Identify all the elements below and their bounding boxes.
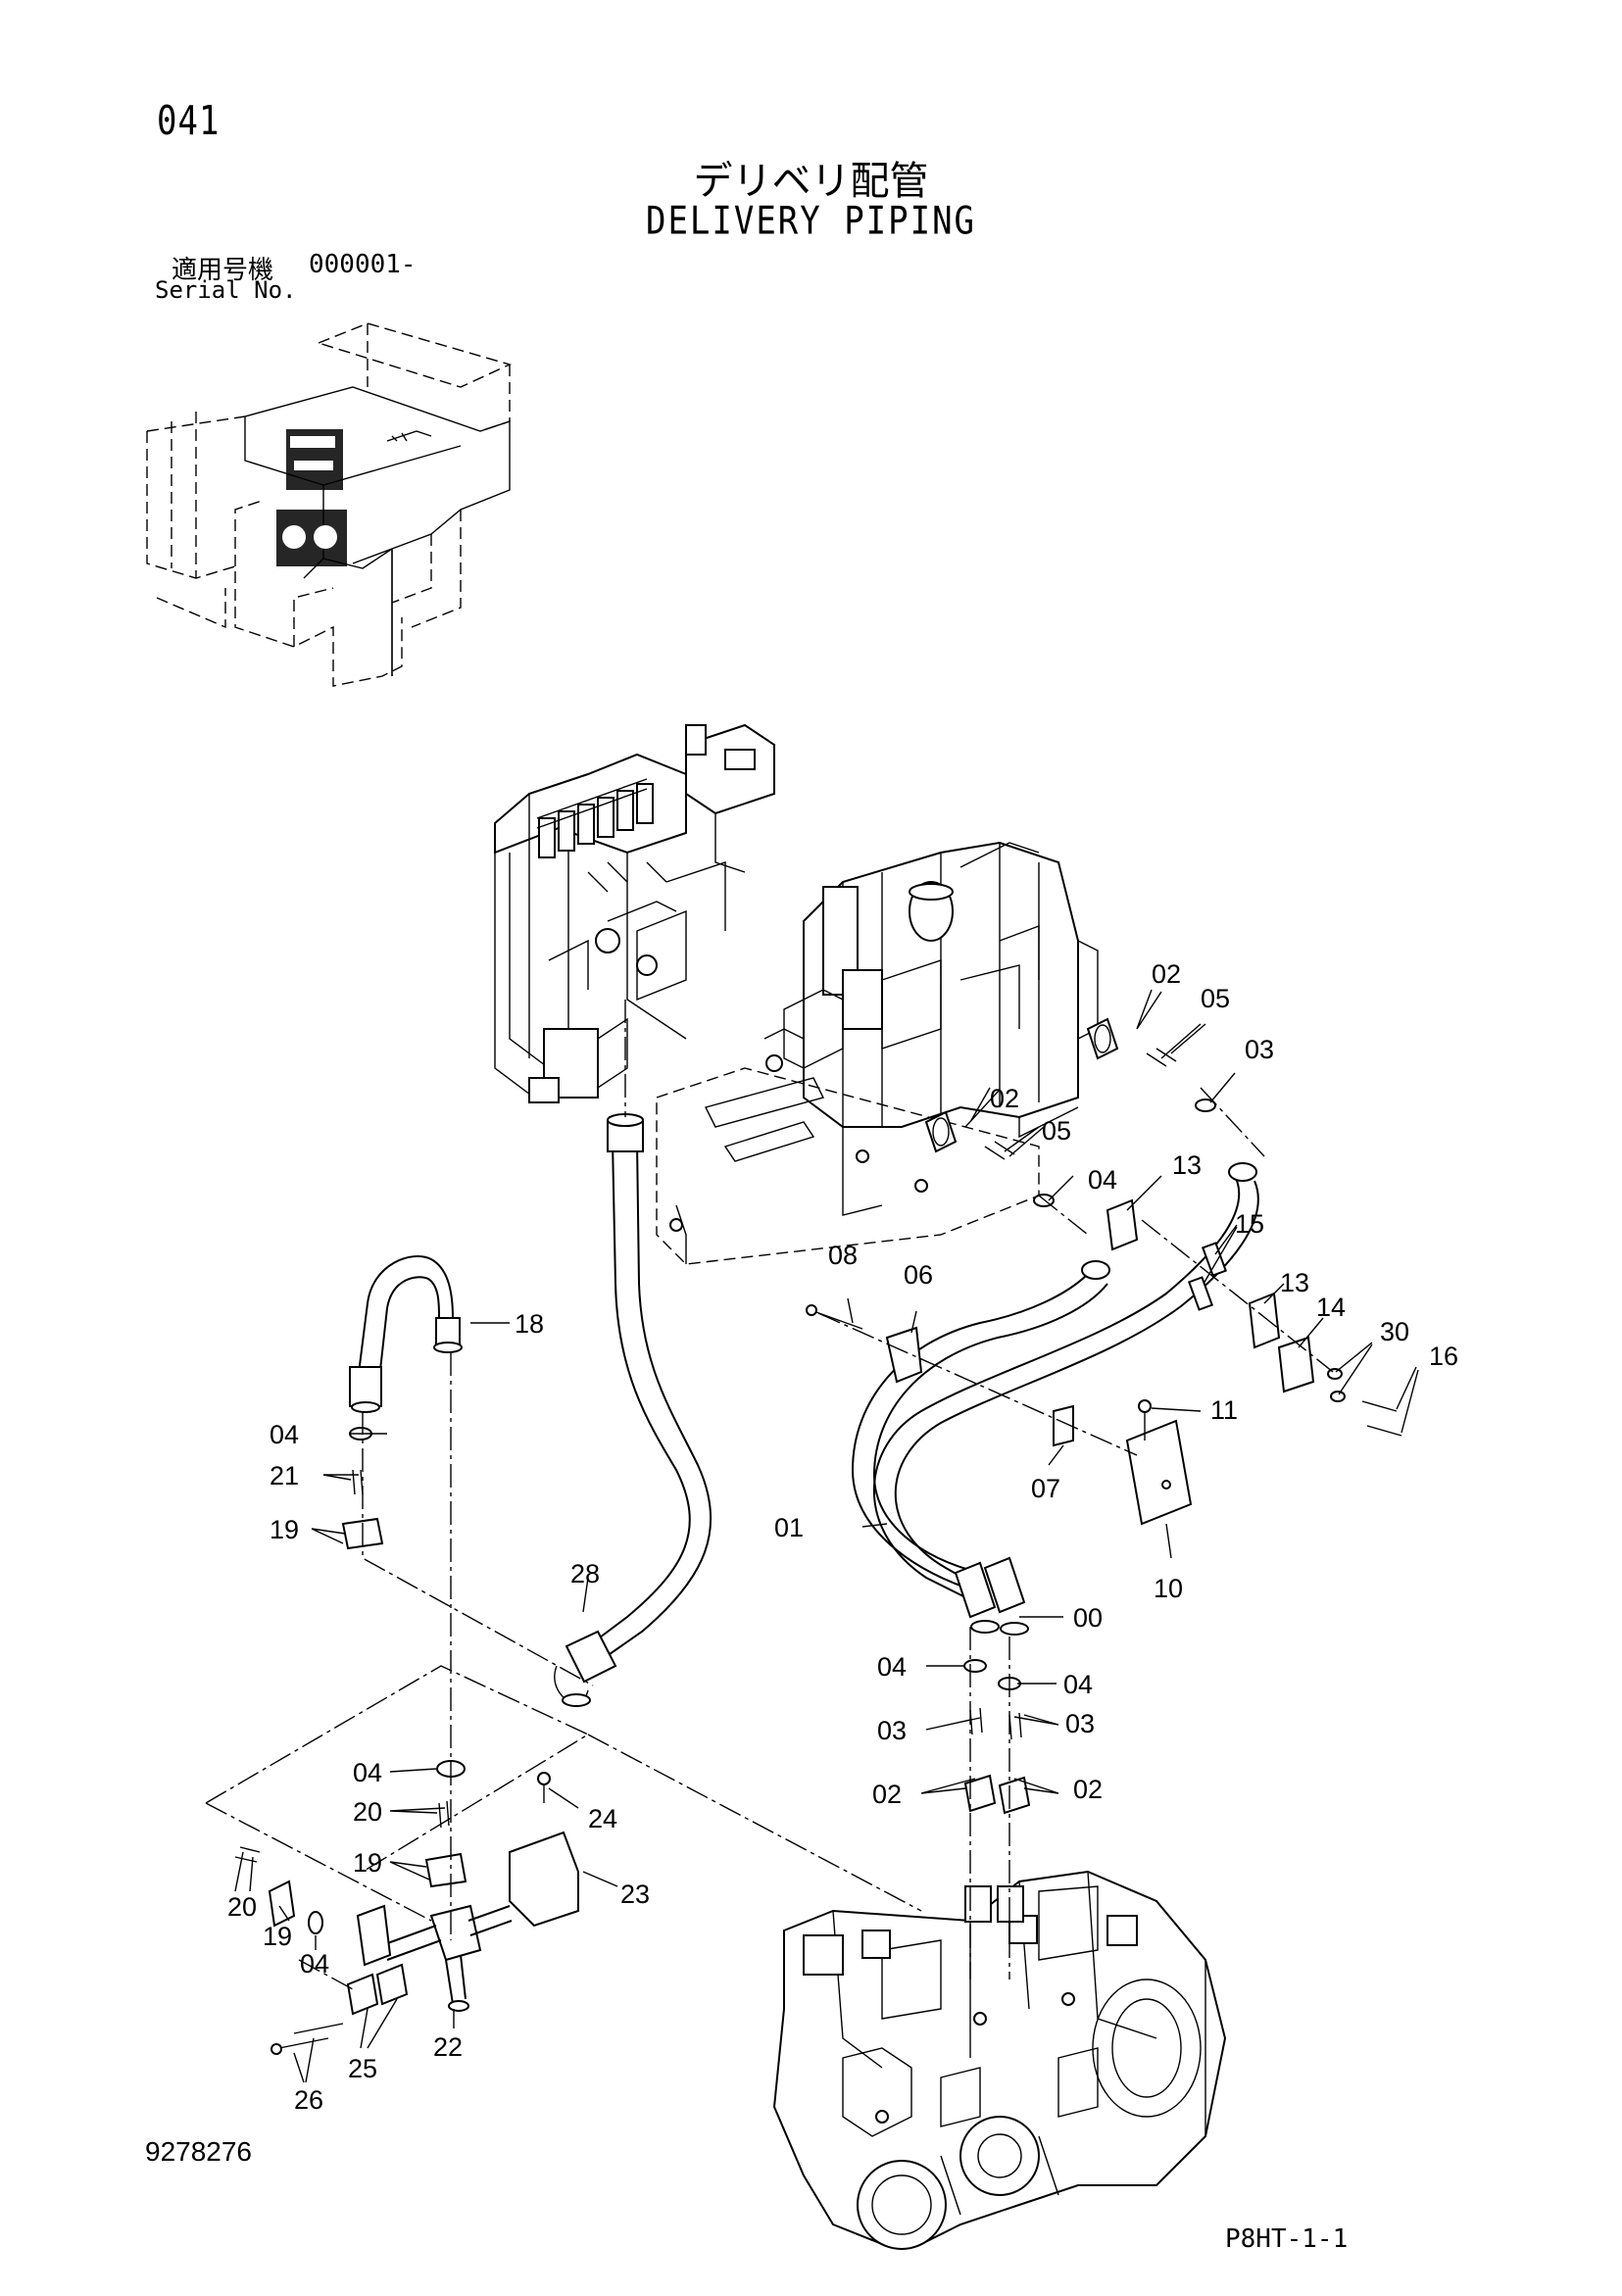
callout-05: 05 xyxy=(1201,984,1230,1013)
hose-18 xyxy=(349,1255,463,1413)
control-valve-left xyxy=(494,723,775,1103)
fittings xyxy=(234,1017,1402,2055)
callout-14: 14 xyxy=(1316,1293,1346,1322)
callout-26: 26 xyxy=(294,2085,323,2115)
callout-02: 02 xyxy=(990,1084,1019,1113)
callout-23: 23 xyxy=(620,1880,650,1909)
location-inset xyxy=(146,322,512,687)
callout-04: 04 xyxy=(877,1652,907,1682)
callout-19: 19 xyxy=(270,1515,299,1544)
callout-24: 24 xyxy=(588,1804,617,1833)
page-code: P8HT-1-1 xyxy=(1225,2224,1349,2254)
callout-19: 19 xyxy=(353,1848,382,1878)
callout-30: 30 xyxy=(1380,1317,1409,1346)
callout-07: 07 xyxy=(1031,1474,1060,1503)
callout-04: 04 xyxy=(1063,1670,1093,1699)
callout-01: 01 xyxy=(774,1513,804,1542)
callout-16: 16 xyxy=(1429,1342,1458,1371)
callout-20: 20 xyxy=(227,1892,257,1922)
callout-00: 00 xyxy=(1073,1603,1103,1633)
callout-10: 10 xyxy=(1154,1574,1183,1603)
callout-05: 05 xyxy=(1042,1116,1071,1146)
callout-04: 03 xyxy=(1245,1035,1274,1064)
callout-02: 02 xyxy=(1152,959,1181,989)
callout-02: 02 xyxy=(872,1780,902,1809)
callout-25: 25 xyxy=(348,2054,377,2083)
leader-lines xyxy=(234,989,1419,2083)
callout-11: 11 xyxy=(1210,1395,1238,1425)
callout-04: 04 xyxy=(270,1420,299,1449)
callout-13: 13 xyxy=(1280,1268,1309,1297)
callout-04: 04 xyxy=(353,1758,382,1787)
callout-19: 19 xyxy=(263,1922,292,1951)
callout-03: 03 xyxy=(1065,1709,1095,1738)
hydraulic-pump xyxy=(772,1870,1227,2250)
callout-08: 08 xyxy=(828,1241,858,1270)
callout-04: 04 xyxy=(300,1949,329,1978)
callout-15: 15 xyxy=(1235,1209,1264,1239)
serial-label: Serial No. xyxy=(155,276,297,304)
callout-02: 02 xyxy=(1073,1775,1103,1804)
callout-labels: 02 05 03 02 05 04 13 15 13 14 30 16 08 0… xyxy=(227,959,1458,2115)
hose-28 xyxy=(554,1113,713,1707)
callout-06: 06 xyxy=(904,1260,933,1290)
callout-20: 20 xyxy=(353,1797,382,1827)
callout-03: 03 xyxy=(877,1716,907,1745)
title-japanese: デリベリ配管 xyxy=(693,159,929,204)
hose-00-01 xyxy=(851,1162,1259,1636)
callout-13: 13 xyxy=(1172,1150,1202,1180)
serial-label-japanese: 適用号機 xyxy=(172,256,274,285)
callout-18: 18 xyxy=(515,1309,544,1339)
control-valve-right xyxy=(656,841,1099,1265)
drawing-number: 9278276 xyxy=(145,2136,253,2167)
page-title: DELIVERY PIPING xyxy=(645,199,977,244)
callout-22: 22 xyxy=(433,2032,463,2062)
page-number: 041 xyxy=(157,98,221,145)
serial-number-value: 000001- xyxy=(309,250,417,279)
callout-28: 28 xyxy=(570,1559,600,1588)
callout-21: 21 xyxy=(270,1461,299,1490)
callout-04: 04 xyxy=(1088,1165,1117,1195)
center-lines xyxy=(205,1000,1334,1990)
